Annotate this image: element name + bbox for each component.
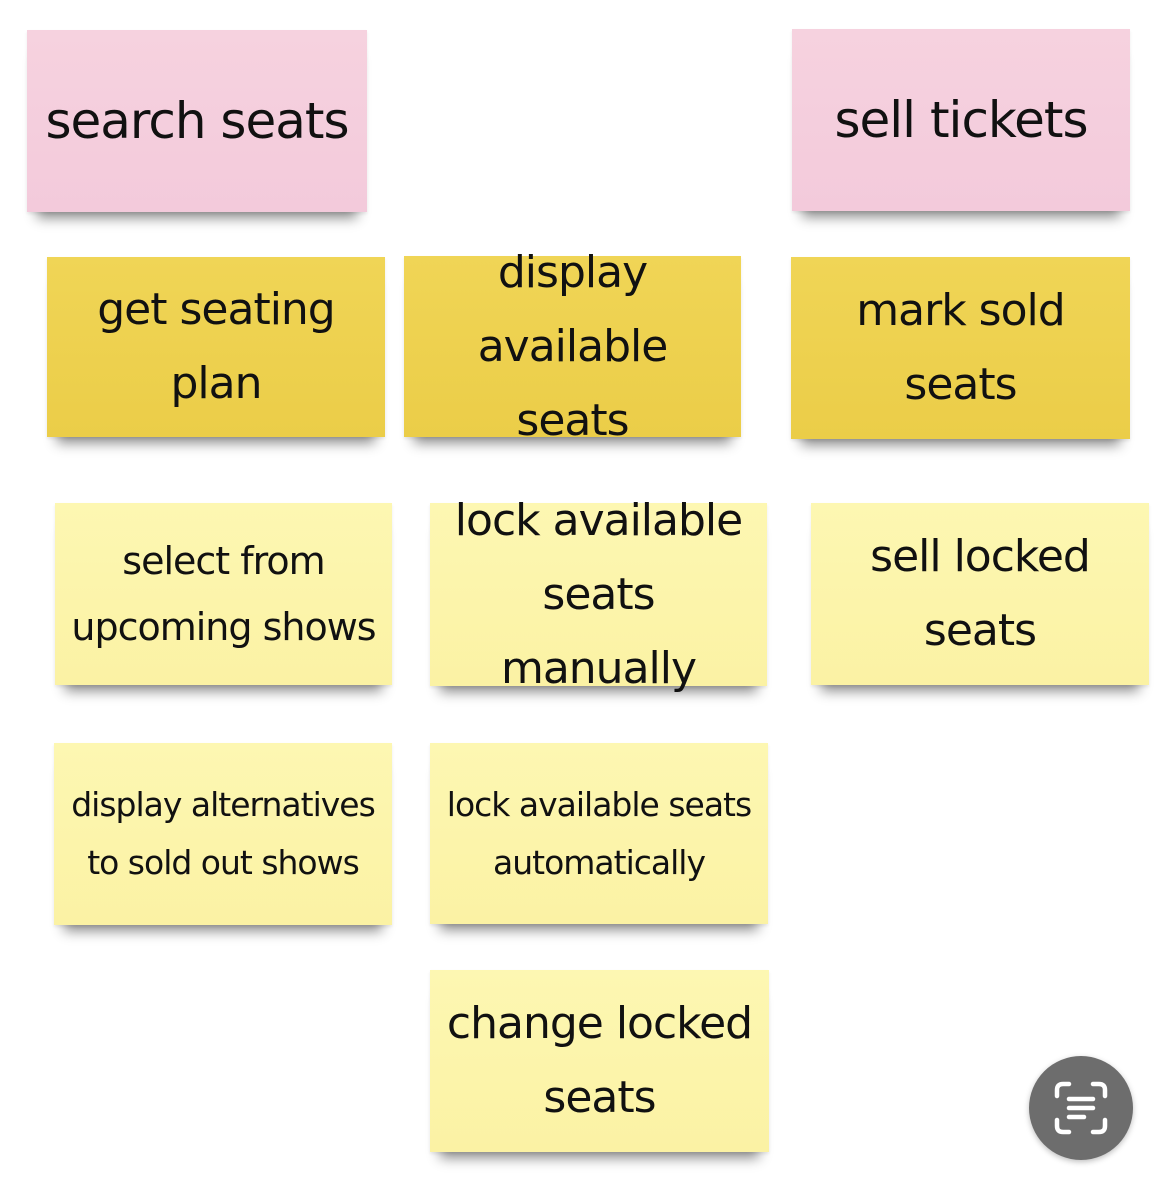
text-scan-button[interactable] <box>1029 1056 1133 1160</box>
sticky-note-text: display available seats <box>477 246 669 446</box>
sticky-note-text: sell locked seats <box>870 531 1091 656</box>
sticky-note-text: display alternatives to sold out shows <box>71 785 376 882</box>
sticky-note-sell-tickets[interactable]: sell tickets <box>792 29 1130 211</box>
sticky-note-mark-sold-seats[interactable]: mark sold seats <box>791 257 1130 439</box>
sticky-note-text: change locked seats <box>446 998 753 1123</box>
sticky-note-text: search seats <box>45 92 349 150</box>
sticky-note-text: mark sold seats <box>856 285 1065 410</box>
sticky-note-search-seats[interactable]: search seats <box>27 30 367 212</box>
sticky-note-text: sell tickets <box>834 91 1088 149</box>
sticky-note-text: lock available seats automatically <box>446 784 752 882</box>
sticky-note-lock-seats-automatically[interactable]: lock available seats automatically <box>430 743 768 924</box>
sticky-note-display-available-seats[interactable]: display available seats <box>404 247 741 446</box>
sticky-note-lock-seats-manually[interactable]: lock available seats manually <box>430 495 767 694</box>
sticky-note-get-seating-plan[interactable]: get seating plan <box>47 257 385 437</box>
sticky-note-text: get seating plan <box>97 284 335 409</box>
sticky-note-display-alternatives[interactable]: display alternatives to sold out shows <box>54 743 392 925</box>
text-scan-icon <box>1054 1081 1108 1135</box>
sticky-note-sell-locked-seats[interactable]: sell locked seats <box>811 503 1149 685</box>
sticky-note-text: select from upcoming shows <box>71 539 376 649</box>
sticky-note-change-locked-seats[interactable]: change locked seats <box>430 970 769 1152</box>
sticky-note-text: lock available seats manually <box>454 494 743 694</box>
sticky-note-select-from-upcoming-shows[interactable]: select from upcoming shows <box>55 503 392 685</box>
